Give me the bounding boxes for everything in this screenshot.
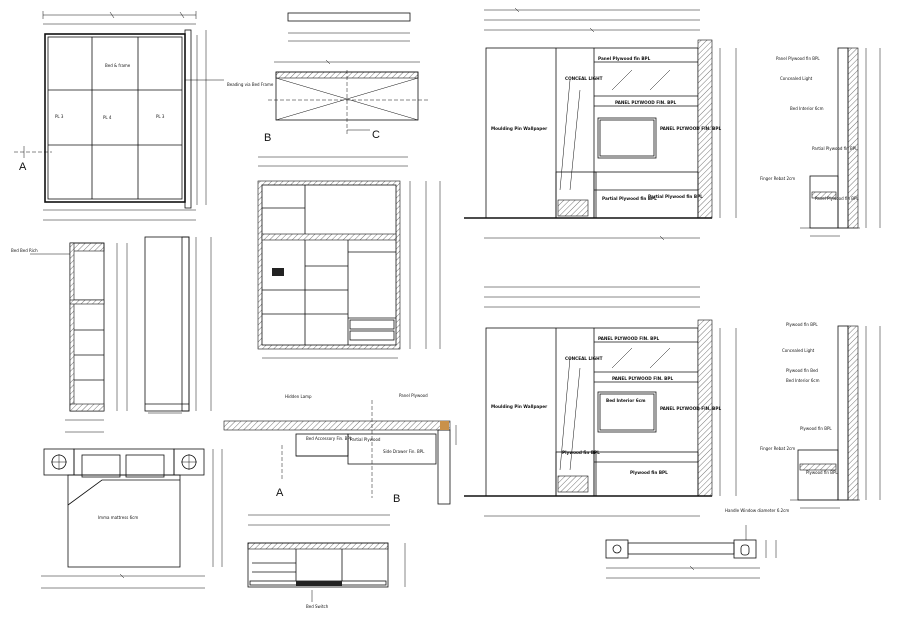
sec-lower-bed-interior: Bed Interior 6cm — [786, 378, 820, 383]
sec-lower-concealed: Concealed Light — [782, 348, 815, 353]
elev-lower-panel-box: PANEL PLYWOOD FIN. BPL — [660, 406, 721, 411]
beading-note: Beading via Bed Frame — [227, 82, 274, 87]
section-upper-right: Panel Plywood fin BPL Concealed Light Be… — [760, 47, 881, 237]
sec-lower-plywood: Plywood fin BPL — [786, 322, 818, 327]
handle-note: Handle Window diameter 6.2cm — [725, 508, 789, 513]
elev-upper-partial2: Partial Plywood fin BPL — [648, 194, 703, 199]
hidden-lamp-note: Hidden Lamp — [285, 394, 312, 399]
dimension-ticks — [109, 7, 695, 579]
tall-cabinet-side — [144, 236, 212, 414]
headboard-section: Hidden Lamp Panel Plywood Bed Accessory … — [223, 393, 457, 505]
bed-plan: Imma mattress 6cm — [41, 448, 223, 589]
elev-lower-wallpaper: Moulding Pin Wallpaper — [491, 404, 548, 409]
panel-label-mid: PL 4 — [103, 115, 112, 120]
panel-label-left: PL 3 — [55, 114, 64, 119]
section-marker-b-lower: B — [393, 493, 400, 505]
bedroom-elevation-upper: Panel Plywood fin BPL Moulding Pin Wallp… — [464, 9, 737, 239]
footer-cabinet: Bed Switch — [247, 514, 406, 609]
open-wardrobe-elevation — [257, 156, 441, 359]
section-marker-c: C — [372, 129, 380, 141]
elev-lower-panel-plywood: PANEL PLYWOOD FIN. BPL — [612, 376, 673, 381]
sec-upper-panel: Panel Plywood fin BPL — [776, 56, 820, 61]
sec-upper-panel-bottom: Panel Plywood fin BPL — [815, 196, 859, 201]
partial-plywood-note: Partial Plywood — [350, 437, 381, 442]
elev-lower-plywood-bottom: Plywood fin BPL — [630, 470, 668, 475]
side-table-plan: Handle Window diameter 6.2cm — [605, 508, 789, 579]
elev-upper-panel-box: PANEL PLYWOOD FIN. BPL — [660, 126, 721, 131]
sec-lower-plywood3: Plywood fin BPL — [800, 426, 832, 431]
elev-upper-concealed: CONCEAL LIGHT — [565, 76, 603, 81]
dresser-top-view: B C — [264, 12, 428, 144]
wardrobe-front-view: PL 3 PL 4 PL 3 Bed & frame Beading via B… — [14, 11, 274, 221]
sec-upper-finger: Finger Rebat 2cm — [760, 176, 795, 181]
bed-accessory-note: Bed Accessory Fin. BPL — [306, 436, 353, 441]
elev-upper-panel-plywood: PANEL PLYWOOD FIN. BPL — [615, 100, 676, 105]
section-lower-right: Plywood fin BPL Concealed Light Plywood … — [760, 322, 881, 509]
section-marker-a-lower: A — [276, 487, 284, 499]
bedroom-elevation-lower: PANEL PLYWOOD FIN. BPL Moulding Pin Wall… — [464, 286, 737, 517]
elev-upper-wallpaper: Moulding Pin Wallpaper — [491, 126, 548, 131]
elev-upper-panel-top: Panel Plywood fin BPL — [598, 56, 651, 61]
detail-note: Bed & frame — [105, 63, 131, 68]
sec-lower-finger: Finger Rebat 2cm — [760, 446, 795, 451]
sec-upper-bedbox: Bed Interior 6cm — [790, 106, 824, 111]
elev-lower-concealed: CONCEAL LIGHT — [565, 356, 603, 361]
sec-upper-concealed: Concealed Light — [780, 76, 813, 81]
side-drawer-note: Side Drawer Fin. BPL — [383, 449, 425, 454]
elev-lower-plywood-side: Plywood fin BPL — [562, 450, 600, 455]
sec-lower-plywood4: Plywood fin BPL — [806, 470, 838, 475]
elev-lower-bed-interior: Bed Interior 6cm — [606, 398, 646, 403]
sec-lower-plywood2: Plywood fin Bed — [786, 368, 818, 373]
section-marker-b-top: B — [264, 132, 271, 144]
side-panel-section: Bed Bed Rich — [11, 242, 128, 433]
mattress-note: Imma mattress 6cm — [98, 515, 138, 520]
panel-plywood-note: Panel Plywood — [399, 393, 428, 398]
elev-lower-panel-top: PANEL PLYWOOD FIN. BPL — [598, 336, 659, 341]
panel-label-right: PL 3 — [156, 114, 165, 119]
elev-upper-partial: Partial Plywood fin BPL — [602, 196, 657, 201]
section-marker-a: A — [19, 161, 27, 173]
side-panel-note: Bed Bed Rich — [11, 248, 38, 253]
sec-upper-partial: Partial Plywood fin BPL — [812, 146, 858, 151]
bed-switch-note: Bed Switch — [306, 604, 329, 609]
